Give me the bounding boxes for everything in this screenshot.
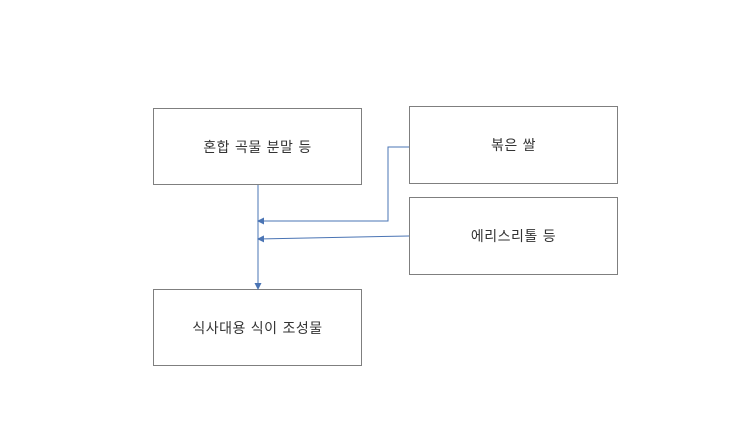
node-label: 식사대용 식이 조성물 bbox=[192, 320, 323, 337]
node-roasted-rice: 볶은 쌀 bbox=[409, 106, 618, 184]
node-label: 혼합 곡물 분말 등 bbox=[203, 139, 312, 156]
node-erythritol: 에리스리톨 등 bbox=[409, 197, 618, 275]
node-label: 볶은 쌀 bbox=[490, 138, 537, 154]
node-label: 에리스리톨 등 bbox=[470, 229, 557, 245]
edge-rice-to-trunk bbox=[257, 146, 409, 225]
node-mixed-grain-powder: 혼합 곡물 분말 등 bbox=[153, 108, 362, 185]
edge-erythritol-to-trunk bbox=[257, 235, 410, 243]
node-meal-replacement: 식사대용 식이 조성물 bbox=[153, 289, 362, 366]
